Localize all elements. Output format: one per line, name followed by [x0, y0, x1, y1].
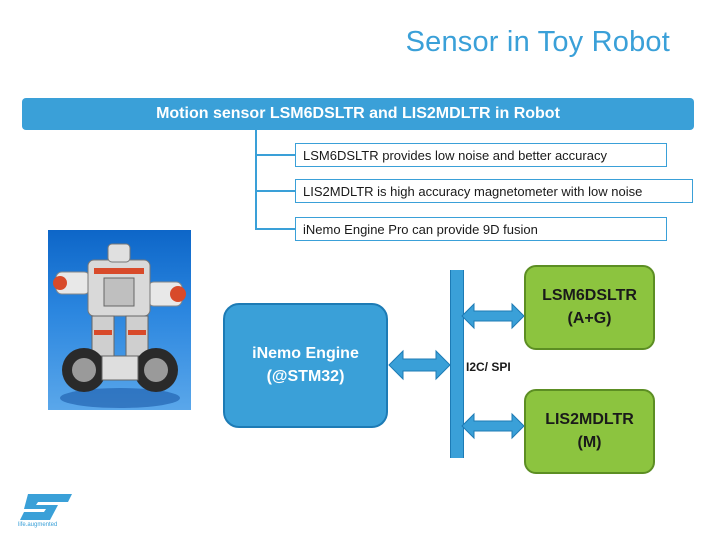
bullet-branch-3 — [255, 228, 295, 230]
inemo-engine-block: iNemo Engine (@STM32) — [223, 303, 388, 428]
bullet-branch-1 — [255, 154, 295, 156]
arrow-bus-sensor-top — [461, 302, 525, 330]
slide-title: Sensor in Toy Robot — [405, 26, 670, 58]
arrow-engine-bus — [388, 349, 451, 381]
engine-label: iNemo Engine — [252, 345, 359, 363]
brand-tagline: life.augmented — [18, 522, 58, 528]
sensor-top-label: LSM6DSLTR — [542, 287, 637, 305]
bullet-item-inemo: iNemo Engine Pro can provide 9D fusion — [295, 217, 667, 241]
sensor-top-sublabel: (A+G) — [567, 309, 612, 327]
sensor-bottom-label: LIS2MDLTR — [545, 411, 634, 429]
bullet-tree-connector — [255, 130, 257, 230]
engine-sublabel: (@STM32) — [266, 367, 345, 385]
i2c-spi-bus — [450, 270, 464, 458]
toy-robot-image — [48, 230, 191, 410]
topic-banner: Motion sensor LSM6DSLTR and LIS2MDLTR in… — [22, 98, 694, 130]
bullet-branch-2 — [255, 190, 295, 192]
sensor-block-lsm6dsltr: LSM6DSLTR (A+G) — [524, 265, 655, 350]
bullet-item-lis2mdltr: LIS2MDLTR is high accuracy magnetometer … — [295, 179, 693, 203]
sensor-bottom-sublabel: (M) — [577, 433, 602, 451]
sensor-block-lis2mdltr: LIS2MDLTR (M) — [524, 389, 655, 474]
arrow-bus-sensor-bottom — [461, 412, 525, 440]
bus-label: I2C/ SPI — [466, 360, 511, 374]
st-logo — [18, 492, 74, 528]
bullet-item-lsm6dsltr: LSM6DSLTR provides low noise and better … — [295, 143, 667, 167]
